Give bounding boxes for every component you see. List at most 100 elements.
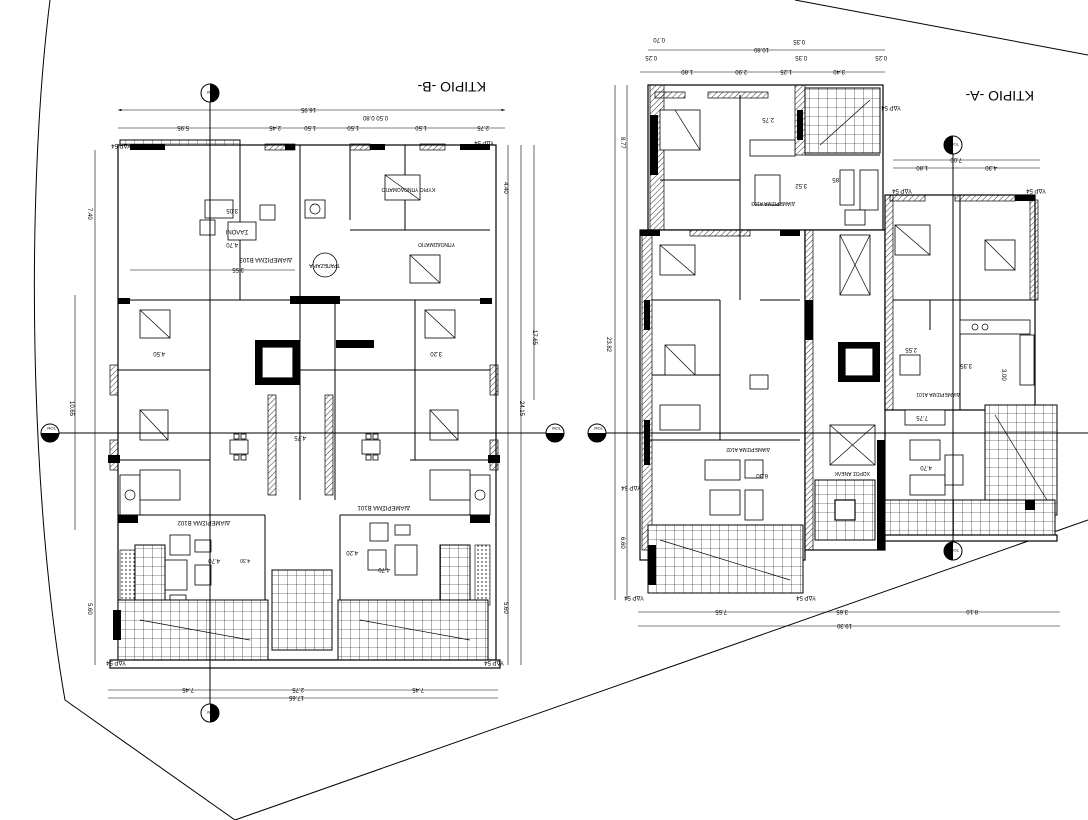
svg-text:ΥΔΡ 54: ΥΔΡ 54: [624, 594, 644, 600]
building-b-bottom-dimensions: 7.45 2.75 7.45 17.65: [108, 686, 498, 700]
building-b-title: ΚΤΙΡΙΟ -Β-: [417, 79, 486, 95]
section-marker-b-right: ΤΟΜ: [545, 423, 565, 443]
svg-text:ΤΟΜ: ΤΟΜ: [950, 548, 959, 553]
svg-text:0.70: 0.70: [653, 36, 665, 42]
svg-text:10.80: 10.80: [753, 46, 769, 52]
svg-text:0.25: 0.25: [645, 54, 657, 60]
svg-text:8.10: 8.10: [966, 608, 978, 614]
svg-text:ΤΟΜ: ΤΟΜ: [207, 710, 216, 715]
svg-text:7.00: 7.00: [950, 156, 962, 162]
svg-text:ΥΔΡ 54: ΥΔΡ 54: [111, 142, 131, 148]
building-a-top-dimensions: 0.70 0.35 10.80 0.25 0.25 0.35 1.80 2.90…: [640, 36, 887, 74]
svg-text:ΥΔΡ 54: ΥΔΡ 54: [106, 659, 126, 665]
section-marker-a-top: ΤΟΜ: [943, 135, 963, 155]
svg-text:0.35: 0.35: [793, 38, 805, 44]
svg-text:ΥΔΡ 54: ΥΔΡ 54: [484, 659, 504, 665]
terrace-a-bottom-left: [647, 524, 804, 594]
svg-text:ΥΔΡ 54: ΥΔΡ 54: [881, 104, 901, 110]
svg-text:1.50: 1.50: [347, 124, 359, 130]
svg-text:0.35: 0.35: [795, 54, 807, 60]
building-a-title: ΚΤΙΡΙΟ -Α-: [965, 88, 1034, 104]
svg-text:7.55: 7.55: [715, 608, 727, 614]
svg-text:8.77: 8.77: [619, 137, 625, 149]
svg-text:4.40: 4.40: [502, 182, 508, 194]
svg-text:6.30: 6.30: [756, 472, 768, 478]
svg-text:3.55: 3.55: [232, 266, 244, 272]
svg-text:4.75: 4.75: [294, 434, 306, 440]
section-marker-a-left: ΤΟΜ: [587, 423, 607, 443]
svg-text:ΥΔΡ 54: ΥΔΡ 54: [474, 139, 494, 145]
section-marker-b-left: ΤΟΜ: [40, 423, 60, 443]
building-b: ΚΤΙΡΙΟ -Β- 16.95 0.50 0.80 5.95 2.45 1.5…: [40, 79, 565, 723]
building-a-left-dimensions: 23.82 8.77 6.60: [605, 85, 628, 600]
svg-text:7.45: 7.45: [412, 686, 424, 692]
svg-text:ΤΟΜ: ΤΟΜ: [207, 90, 216, 95]
svg-text:2.75: 2.75: [762, 116, 774, 122]
svg-text:7.45: 7.45: [182, 686, 194, 692]
svg-text:ΔΙΑΜΕΡΙΣΜΑ A102: ΔΙΑΜΕΡΙΣΜΑ A102: [726, 446, 770, 452]
svg-text:3.85: 3.85: [832, 176, 844, 182]
apartment-a101: 2.55 3.35 3.00 ΔΙΑΜΕΡΙΣΜΑ A101 7.75 4.70: [899, 346, 1006, 496]
svg-text:6.60: 6.60: [619, 537, 625, 549]
svg-text:4.30: 4.30: [985, 164, 997, 170]
svg-text:ΔΙΑΜΕΡΙΣΜΑ A101: ΔΙΑΜΕΡΙΣΜΑ A101: [916, 391, 960, 397]
building-a-right-top-dimensions: 7.00 1.80 4.30: [893, 156, 1040, 170]
svg-text:24.15: 24.15: [518, 401, 524, 417]
svg-text:ΥΔΡ 54: ΥΔΡ 54: [1026, 187, 1046, 193]
svg-text:ΔΙΑΜΕΡΙΣΜΑ B103: ΔΙΑΜΕΡΙΣΜΑ B103: [239, 256, 292, 262]
svg-text:1.80: 1.80: [681, 68, 693, 74]
svg-text:3.35: 3.35: [960, 362, 972, 368]
svg-text:ΔΙΑΜΕΡΙΣΜΑ B101: ΔΙΑΜΕΡΙΣΜΑ B101: [357, 504, 410, 510]
svg-text:4.70: 4.70: [378, 566, 390, 572]
svg-text:ΥΔΡ 54: ΥΔΡ 54: [796, 594, 816, 600]
svg-text:1.50: 1.50: [415, 124, 427, 130]
svg-text:4.70: 4.70: [920, 464, 932, 470]
svg-text:3.00: 3.00: [1000, 369, 1006, 381]
svg-text:23.82: 23.82: [605, 337, 611, 353]
svg-text:ΤΡΑΠΕΖΑΡΙΑ: ΤΡΑΠΕΖΑΡΙΑ: [309, 262, 340, 268]
svg-text:1.25: 1.25: [780, 68, 792, 74]
elevator-shaft: ΧΩΡΟΣ ΑΝΕΛΚ: [829, 424, 876, 476]
svg-text:4.30: 4.30: [240, 557, 250, 563]
svg-text:2.75: 2.75: [477, 124, 489, 130]
section-marker-a-bottom: ΤΟΜ: [943, 541, 963, 561]
svg-text:19.30: 19.30: [836, 622, 852, 628]
building-a: ΚΤΙΡΙΟ -Α- 0.70 0.35 10.80 0.25 0.25 0.3…: [587, 36, 1088, 628]
apartment-b101: ΔΙΑΜΕΡΙΣΜΑ B101 4.70 4.20: [346, 504, 418, 576]
svg-text:7.75: 7.75: [916, 414, 928, 420]
svg-text:ΥΔΡ 54: ΥΔΡ 54: [892, 187, 912, 193]
svg-text:4.50: 4.50: [153, 350, 165, 356]
svg-text:2.55: 2.55: [905, 346, 917, 352]
svg-text:7.40: 7.40: [86, 208, 92, 220]
svg-text:4.70: 4.70: [208, 557, 220, 563]
svg-text:3.20: 3.20: [430, 350, 442, 356]
svg-text:2.45: 2.45: [269, 124, 281, 130]
svg-text:0.50 0.80: 0.50 0.80: [362, 114, 388, 120]
terrace-b-bottom-right: [337, 599, 489, 661]
svg-text:1.50: 1.50: [304, 124, 316, 130]
svg-text:ΔΙΑΜΕΡΙΣΜΑ A103: ΔΙΑΜΕΡΙΣΜΑ A103: [751, 200, 795, 206]
svg-text:2.90: 2.90: [735, 68, 747, 74]
building-b-side-dimensions: 10.65 7.40 5.60 4.40 5.60 17.65 24.15: [68, 145, 537, 665]
svg-text:5.60: 5.60: [502, 602, 508, 614]
svg-text:17.65: 17.65: [531, 330, 537, 346]
section-marker-b-top: ΤΟΜ: [200, 83, 220, 103]
building-a-bottom-dimensions: 7.55 3.65 8.10 19.30: [638, 608, 1060, 628]
svg-text:3.52: 3.52: [795, 182, 807, 188]
section-marker-b-bottom: ΤΟΜ: [200, 703, 220, 723]
svg-text:3.40: 3.40: [833, 68, 845, 74]
svg-text:ΤΟΜ: ΤΟΜ: [47, 426, 56, 431]
svg-text:ΥΔΡ 54: ΥΔΡ 54: [621, 484, 641, 490]
svg-text:ΣΑΛΟΝΙ: ΣΑΛΟΝΙ: [225, 228, 248, 234]
apartment-a102: ΔΙΑΜΕΡΙΣΜΑ A102 6.30: [704, 446, 770, 521]
svg-text:ΚΥΡΙΟ ΥΠΝΟΔΩΜΑΤΙΟ: ΚΥΡΙΟ ΥΠΝΟΔΩΜΑΤΙΟ: [381, 186, 435, 192]
svg-text:4.20: 4.20: [346, 549, 358, 555]
svg-text:3.05: 3.05: [226, 207, 238, 213]
svg-text:ΤΟΜ: ΤΟΜ: [950, 142, 959, 147]
site-boundary: [33, 0, 1088, 820]
apartment-b103: ΣΑΛΟΝΙ 3.05 ΔΙΑΜΕΡΙΣΜΑ B103 4.70 3.55 ΤΡ…: [130, 174, 455, 284]
terrace-b-bottom-left: [117, 599, 269, 661]
svg-text:3.65: 3.65: [836, 608, 848, 614]
svg-text:0.25: 0.25: [875, 54, 887, 60]
